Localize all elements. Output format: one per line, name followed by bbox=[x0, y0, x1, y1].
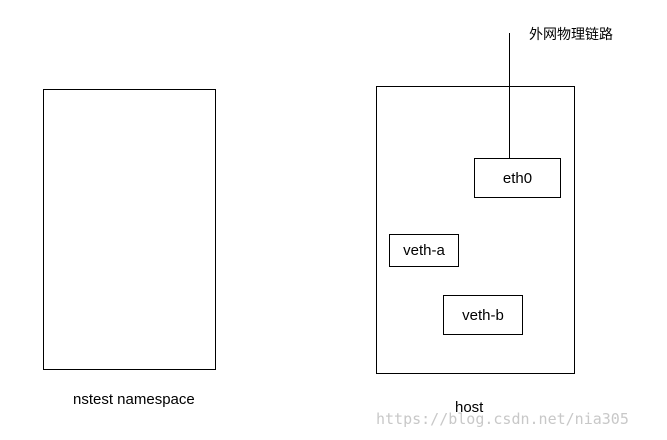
external-link-label: 外网物理链路 bbox=[529, 26, 613, 42]
veth-b-box: veth-b bbox=[443, 295, 523, 335]
namespace-label: nstest namespace bbox=[73, 391, 195, 408]
watermark-text: https://blog.csdn.net/nia305 bbox=[376, 410, 629, 428]
veth-a-box: veth-a bbox=[389, 234, 459, 267]
namespace-box bbox=[43, 89, 216, 370]
eth0-box: eth0 bbox=[474, 158, 561, 198]
external-link-line bbox=[509, 33, 510, 158]
host-label: host bbox=[455, 399, 484, 416]
